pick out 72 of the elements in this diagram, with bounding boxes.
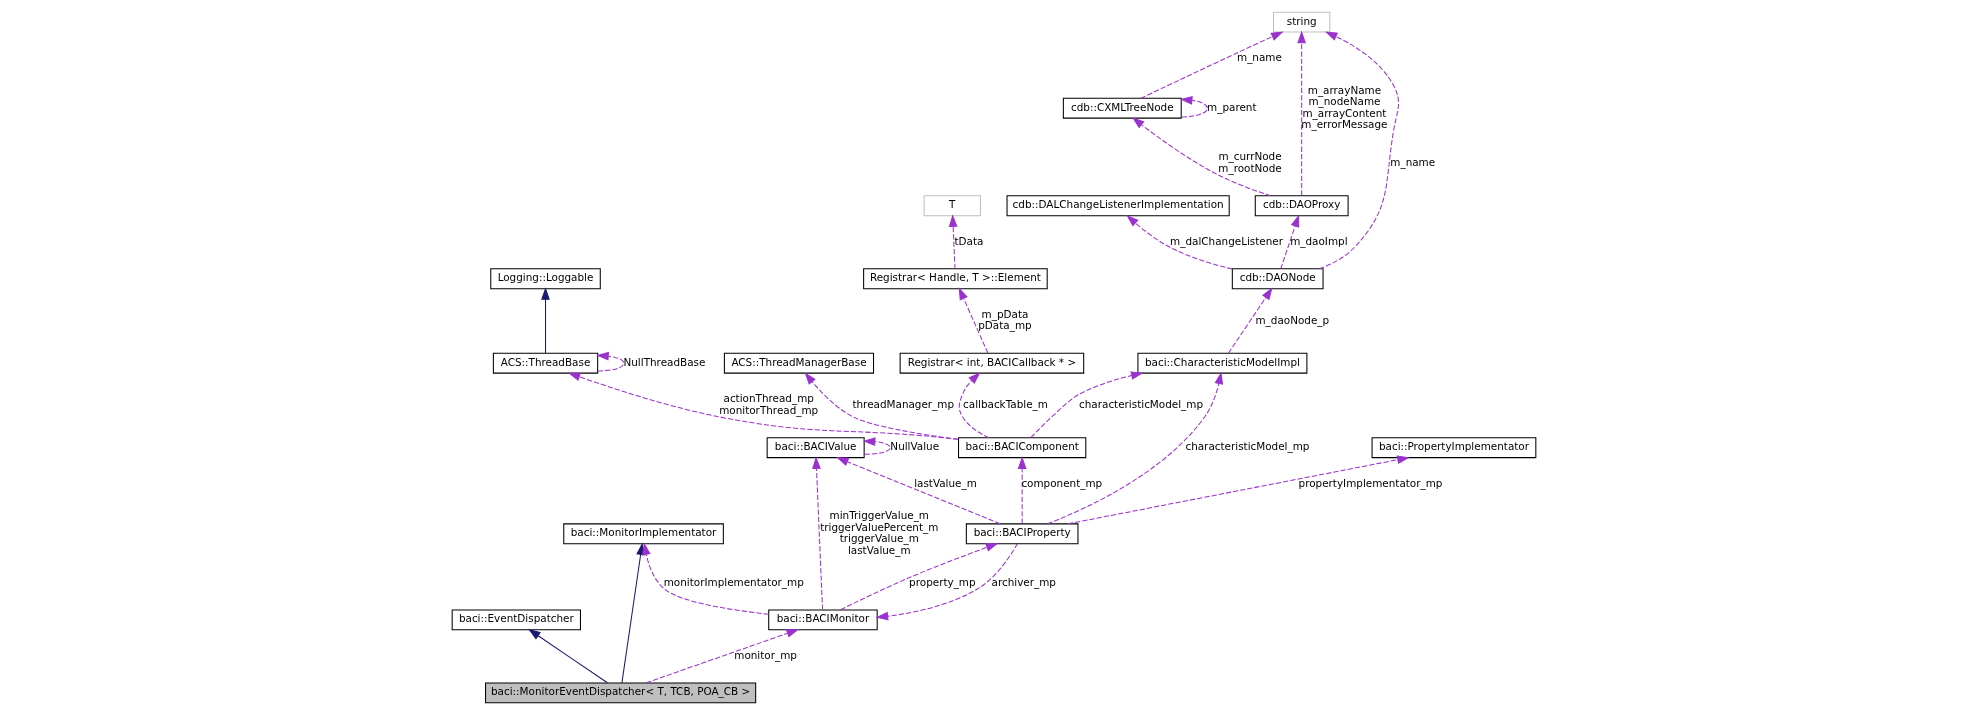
node-box: baci::MonitorEventDispatcher< T, TCB, POA_CB > <box>484 682 756 704</box>
edge-label: lastValue_m <box>913 476 977 489</box>
node-box: cdb::DAONode <box>1231 268 1324 290</box>
edge-label: characteristicModel_mp <box>1184 440 1309 453</box>
edge-label: m_pData pData_mp <box>977 307 1032 332</box>
edge-label: tData <box>954 234 983 247</box>
arrow <box>540 287 550 354</box>
node-box: Registrar< Handle, T >::Element <box>862 268 1048 290</box>
edge-label: threadManager_mp <box>851 398 954 411</box>
arrow <box>958 372 989 439</box>
arrow <box>811 456 823 611</box>
arrow <box>804 372 959 440</box>
edge-label: m_daoImpl <box>1289 234 1348 247</box>
arrow <box>862 437 891 455</box>
arrow <box>1279 214 1299 270</box>
node-box: ACS::ThreadBase <box>492 352 598 374</box>
arrow <box>839 543 998 611</box>
node-box: cdb::DALChangeListenerImplementation <box>1006 195 1230 217</box>
edge-label: propertyImplementator_mp <box>1298 476 1442 489</box>
node-box: baci::PropertyImplementator <box>1371 437 1536 459</box>
arrow <box>1131 117 1271 197</box>
node-box: string <box>1272 11 1330 33</box>
node-box: baci::BACIComponent <box>957 437 1086 459</box>
arrow <box>1318 31 1399 270</box>
arrow <box>1017 456 1027 525</box>
edge-label: actionThread_mp monitorThread_mp <box>718 392 818 416</box>
arrow <box>527 628 608 684</box>
edge-label: m_parent <box>1206 100 1257 113</box>
edge-label: m_currNode m_rootNode <box>1217 150 1282 174</box>
edge-label: minTriggerValue_m triggerValuePercent_m triggerValue_m lastValue_m <box>819 509 938 556</box>
arrow <box>948 214 958 270</box>
node-box: baci::MonitorImplementator <box>562 523 724 545</box>
edge-label: callbackTable_m <box>962 398 1048 411</box>
node-box: Logging::Loggable <box>489 268 601 290</box>
arrow <box>595 351 624 372</box>
arrow <box>958 287 988 354</box>
edge-label: m_name <box>1236 51 1282 64</box>
edge-label: m_name <box>1389 156 1435 169</box>
arrow <box>645 629 799 684</box>
edge-label: m_dalChangeListener <box>1169 234 1283 247</box>
node-box: T <box>923 195 981 217</box>
node-box: cdb::CXMLTreeNode <box>1062 97 1182 119</box>
node-box: baci::BACIProperty <box>965 523 1078 545</box>
edge-label: characteristicModel_mp <box>1078 398 1203 411</box>
arrow <box>1179 95 1208 118</box>
arrow <box>1030 371 1143 438</box>
arrow <box>875 543 1018 621</box>
node-box: baci::BACIValue <box>766 437 865 459</box>
arrow <box>1046 371 1223 525</box>
arrow <box>1227 287 1273 354</box>
node-box: ACS::ThreadManagerBase <box>723 352 874 374</box>
arrow <box>1139 31 1284 99</box>
arrow <box>1125 214 1233 270</box>
arrow <box>641 542 769 615</box>
edge-label: component_mp <box>1020 476 1102 489</box>
edge-label: m_daoNode_p <box>1254 313 1329 326</box>
edge-label: monitorImplementator_mp <box>663 575 804 588</box>
node-box: cdb::DAOProxy <box>1254 195 1349 217</box>
edge-label: m_arrayName m_nodeName m_arrayContent m_errorMessage <box>1300 83 1388 131</box>
edge-label: property_mp <box>908 575 976 588</box>
arrow <box>1296 30 1306 196</box>
edge-label: monitor_mp <box>733 648 797 661</box>
node-box: baci::BACIMonitor <box>767 609 878 631</box>
arrow <box>1067 455 1410 525</box>
edge-label: archiver_mp <box>991 575 1056 588</box>
node-box: baci::CharacteristicModelImpl <box>1136 352 1307 374</box>
arrow <box>835 457 1001 525</box>
edge-label: NullValue <box>889 440 939 453</box>
edge-label: NullThreadBase <box>622 355 705 368</box>
node-box: baci::EventDispatcher <box>451 609 581 631</box>
arrow <box>567 372 959 440</box>
node-box: Registrar< int, BACICallback * > <box>899 352 1084 374</box>
